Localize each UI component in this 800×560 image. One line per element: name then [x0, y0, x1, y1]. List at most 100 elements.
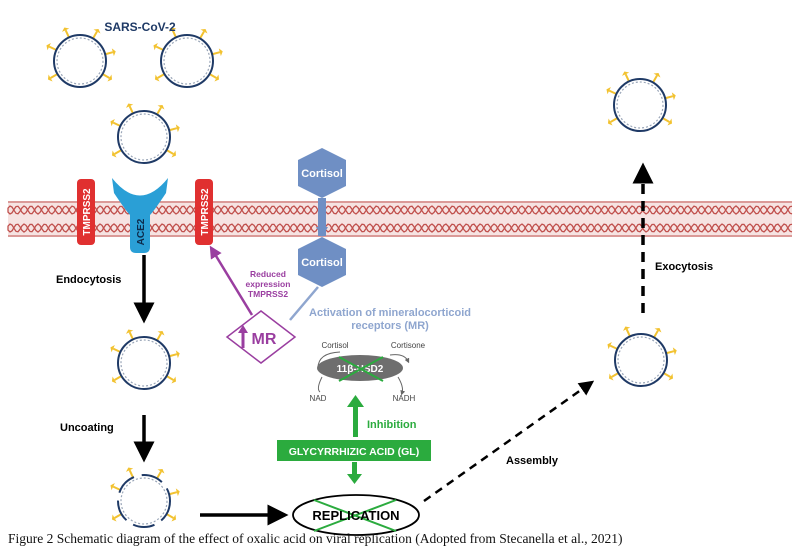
glycyrrhizic-acid-box: GLYCYRRHIZIC ACID (GL)	[277, 440, 431, 461]
spike-protein	[156, 107, 162, 115]
spike-head	[654, 327, 662, 333]
cortisol-bottom-label: Cortisol	[301, 257, 343, 269]
spike-head	[111, 150, 117, 158]
spike-protein	[624, 73, 630, 82]
mr-activation-line2: receptors (MR)	[351, 320, 429, 332]
spike-protein	[652, 75, 658, 83]
spike-protein	[211, 51, 221, 56]
spike-head	[111, 514, 117, 522]
spike-protein	[653, 330, 659, 338]
mr-activation-line1: Activation of mineralocorticoid	[309, 307, 471, 319]
spike-protein	[114, 513, 122, 519]
virus-label: SARS-CoV-2	[104, 20, 176, 34]
viral-rna	[120, 477, 168, 525]
spike-protein	[168, 353, 178, 358]
inhibition-arrow	[347, 395, 364, 437]
spike-protein	[157, 73, 165, 79]
spike-head	[93, 28, 101, 34]
endocytosis-label: Endocytosis	[56, 274, 121, 286]
cortisol-bottom: Cortisol	[298, 237, 346, 287]
spike-head	[111, 376, 117, 384]
uncoating-label: Uncoating	[60, 422, 114, 434]
spike-protein	[665, 350, 675, 355]
spike-protein	[104, 51, 114, 56]
spike-protein	[102, 73, 110, 79]
spike-head	[126, 467, 134, 472]
spike-head	[653, 72, 661, 78]
exocytosis-label: Exocytosis	[655, 261, 713, 273]
spike-head	[107, 74, 113, 82]
spike-head	[153, 43, 158, 51]
spike-head	[623, 326, 631, 331]
viral-envelope	[613, 78, 667, 132]
spike-protein	[112, 347, 121, 353]
spike-protein	[608, 89, 617, 95]
gl-label: GLYCYRRHIZIC ACID (GL)	[289, 446, 419, 458]
viral-envelope	[117, 474, 171, 528]
spike-protein	[112, 485, 121, 491]
spike-head	[171, 376, 177, 384]
spike-head	[214, 74, 220, 82]
spike-head	[175, 124, 180, 133]
cortisol-channel	[318, 198, 326, 236]
spike-protein	[609, 344, 618, 350]
spike-head	[606, 87, 611, 95]
spike-head	[608, 373, 614, 381]
spike-head	[46, 43, 51, 51]
cortisol-arrowhead	[316, 227, 328, 237]
virus-particle	[607, 326, 677, 387]
spike-protein	[610, 117, 618, 123]
spike-protein	[112, 121, 121, 127]
gl-to-replication-arrow	[347, 462, 362, 484]
spike-head	[126, 103, 134, 108]
tmprss2-label-left: TMPRSS2	[82, 188, 93, 236]
reduced-expression-line2: expression	[246, 279, 291, 289]
spike-protein	[168, 491, 178, 496]
virus-particle	[110, 329, 180, 390]
virus-particle	[153, 27, 223, 88]
viral-envelope	[117, 336, 171, 390]
spike-protein	[611, 372, 619, 378]
reduced-expression-line1: Reduced	[250, 269, 286, 279]
spike-head	[218, 48, 223, 57]
spike-head	[157, 330, 165, 336]
replication-node: REPLICATION	[292, 494, 420, 536]
spike-protein	[155, 45, 164, 51]
tmprss2-receptor-left: TMPRSS2	[77, 179, 95, 245]
spike-protein	[664, 95, 674, 100]
cortisol-top: Cortisol	[298, 148, 346, 198]
viral-envelope	[160, 34, 214, 88]
spike-head	[47, 74, 53, 82]
assembly-arrow	[423, 380, 595, 503]
spike-head	[667, 118, 673, 126]
spike-protein	[156, 471, 162, 479]
ace2-receptor: ACE2	[112, 178, 168, 253]
virus-particle	[46, 27, 116, 88]
viral-rna	[120, 339, 168, 387]
virus-particle	[606, 71, 676, 132]
spike-protein	[209, 73, 217, 79]
viral-rna	[617, 336, 665, 384]
mr-receptor: MR	[225, 310, 297, 364]
enzyme-cortisol-label: Cortisol	[321, 341, 348, 350]
spike-protein	[114, 375, 122, 381]
nad-label: NAD	[310, 394, 327, 403]
spike-head	[111, 48, 116, 57]
cortisol-to-mr-line	[289, 286, 319, 321]
replication-label: REPLICATION	[312, 508, 399, 523]
viral-rna	[616, 81, 664, 129]
viral-rna	[163, 37, 211, 85]
spike-head	[607, 342, 612, 350]
spike-protein	[663, 372, 671, 378]
inhibition-label: Inhibition	[367, 419, 417, 431]
spike-head	[175, 488, 180, 497]
spike-protein	[662, 117, 670, 123]
spike-protein	[128, 469, 134, 478]
spike-protein	[92, 31, 98, 39]
spike-head	[157, 104, 165, 110]
spike-protein	[64, 29, 70, 38]
spike-head	[110, 345, 115, 353]
viral-rna	[120, 113, 168, 161]
spike-protein	[168, 127, 178, 132]
